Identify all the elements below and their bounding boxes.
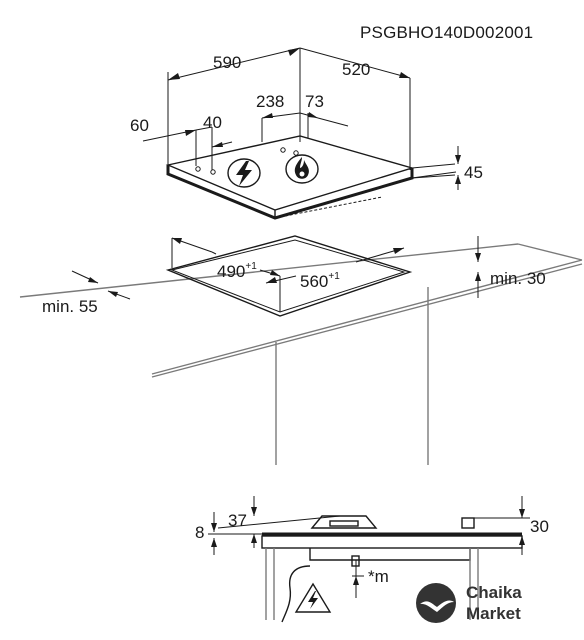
watermark-line1: Chaika — [466, 583, 522, 602]
dim-37: 37 — [228, 511, 247, 530]
dim-73: 73 — [305, 92, 324, 111]
dim-30: 30 — [530, 517, 549, 536]
lightning-icon — [227, 158, 261, 188]
dim-40: 40 — [203, 113, 222, 132]
dim-min-55: min. 55 — [42, 297, 98, 316]
dim-45: 45 — [464, 163, 483, 182]
dim-8: 8 — [195, 523, 204, 542]
warning-triangle-icon — [294, 582, 332, 613]
dim-590: 590 — [213, 53, 241, 72]
note-m: *m — [368, 567, 389, 586]
dim-520: 520 — [342, 60, 370, 79]
dim-490: 490+1 — [217, 261, 257, 281]
model-code: PSGBHO140D002001 — [360, 23, 533, 42]
side-section-view: 37 8 30 *m — [195, 496, 549, 623]
worktop-cutout-view: 490+1 560+1 min. 55 min. 30 — [19, 235, 583, 465]
watermark-line2: Market — [466, 604, 521, 623]
dim-560: 560+1 — [300, 271, 340, 291]
flame-icon — [285, 154, 319, 184]
dim-60: 60 — [130, 116, 149, 135]
hob-top-view: 590 520 60 40 238 73 — [130, 47, 483, 220]
seagull-logo-icon — [416, 583, 456, 623]
dim-min-30: min. 30 — [490, 269, 546, 288]
watermark-logo: Chaika Market — [416, 583, 522, 623]
dim-238: 238 — [256, 92, 284, 111]
